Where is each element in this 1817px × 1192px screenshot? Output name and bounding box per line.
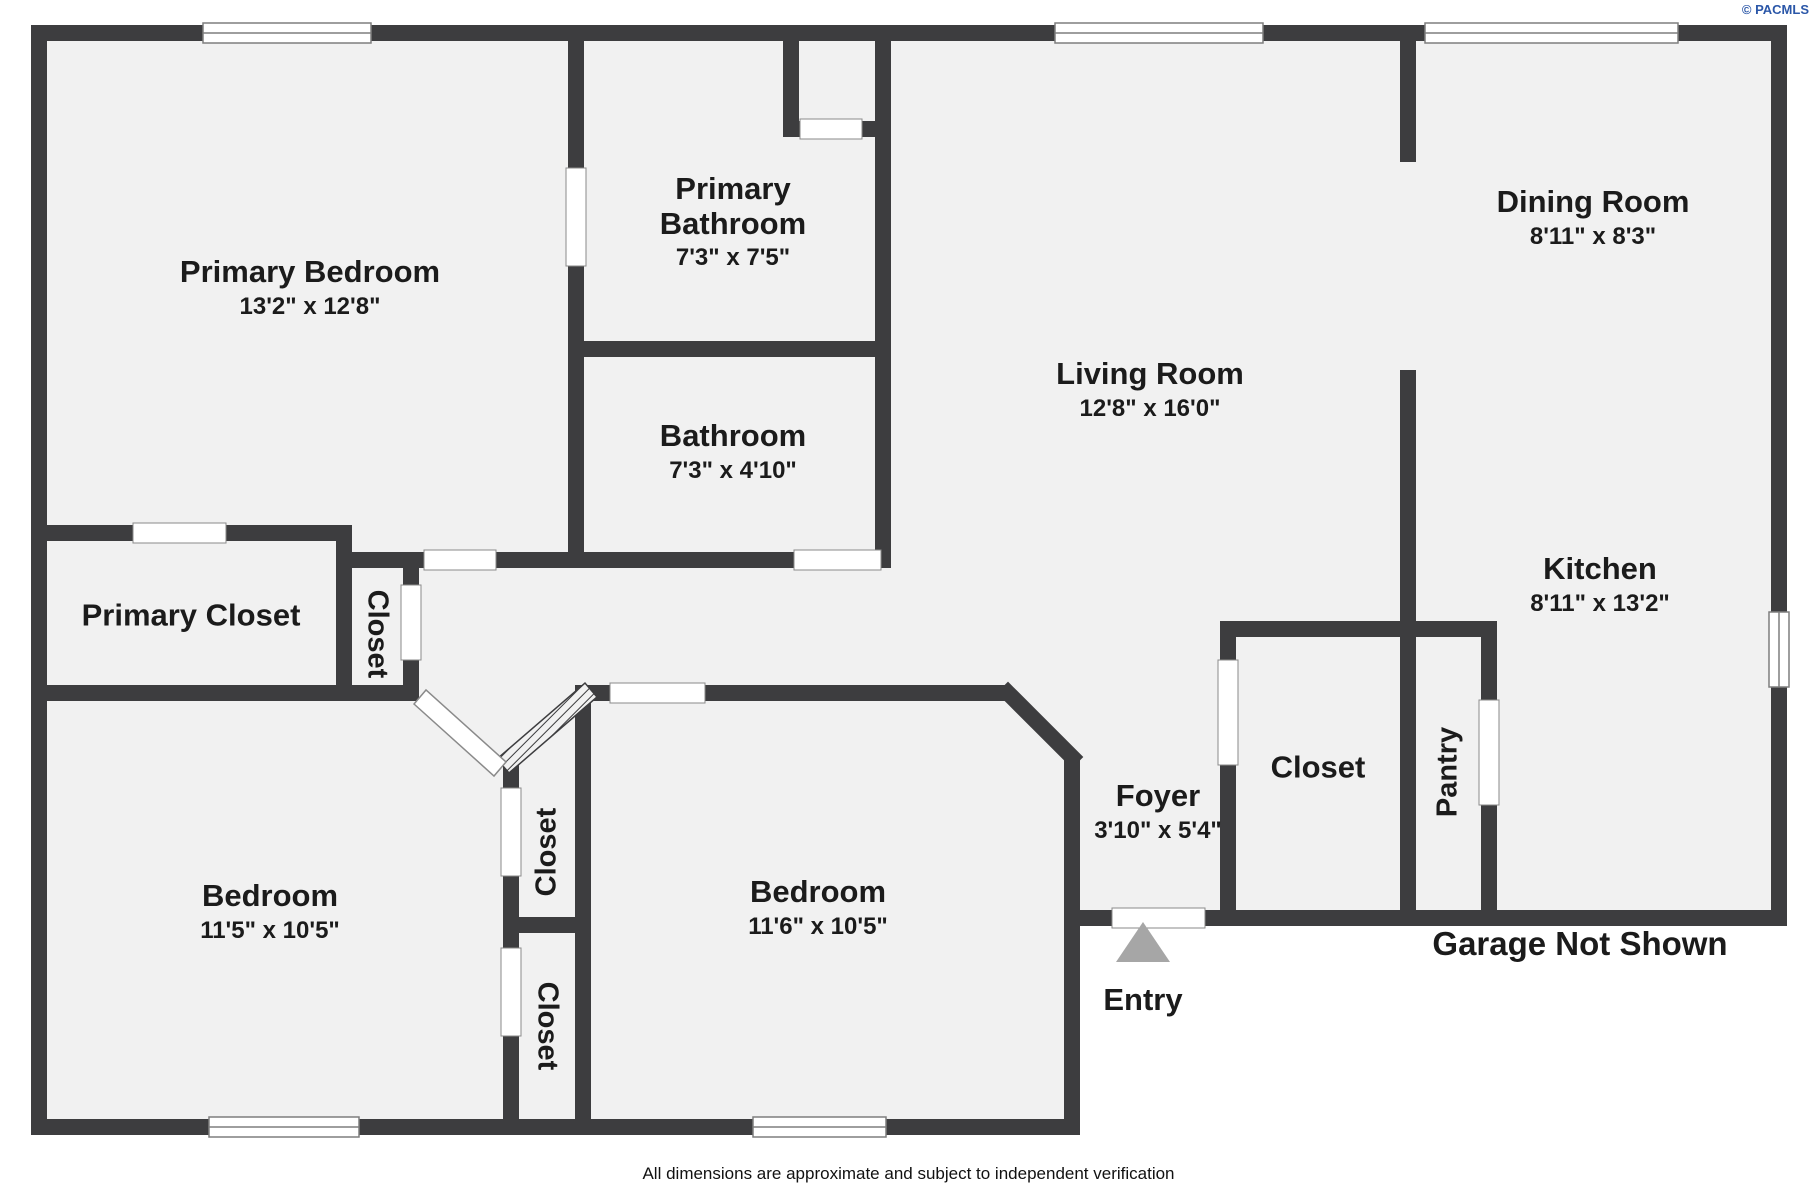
label-primary-bedroom: Primary Bedroom 13'2" x 12'8" bbox=[179, 254, 441, 321]
room-name: Bedroom bbox=[201, 878, 339, 914]
room-name: Primary Bedroom bbox=[179, 254, 441, 290]
window-bedroom-middle bbox=[752, 1116, 887, 1138]
garage-note: Garage Not Shown bbox=[1432, 925, 1728, 962]
opening-entry-door bbox=[1111, 907, 1206, 929]
opening-foyer-closet-door bbox=[1217, 659, 1239, 766]
room-dims: 13'2" x 12'8" bbox=[239, 292, 381, 320]
label-bedroom-middle: Bedroom 11'6" x 10'5" bbox=[748, 874, 888, 941]
label-bathroom: Bathroom 7'3" x 4'10" bbox=[659, 418, 807, 485]
room-name: Foyer bbox=[1115, 778, 1201, 814]
opening-primary-closet bbox=[132, 522, 227, 544]
label-dining-room: Dining Room 8'11" x 8'3" bbox=[1496, 184, 1690, 251]
opening-hall-closet-door bbox=[400, 584, 422, 661]
window-kitchen bbox=[1768, 611, 1790, 688]
door-openings bbox=[132, 118, 1500, 1037]
room-dims: 7'3" x 4'10" bbox=[669, 456, 797, 484]
floor-plate bbox=[31, 25, 1787, 1135]
opening-bedroom-middle-door bbox=[609, 682, 706, 704]
room-name: Primary Bathroom bbox=[659, 170, 807, 241]
window-living-room bbox=[1054, 22, 1264, 44]
label-bedroom-left: Bedroom 11'5" x 10'5" bbox=[200, 878, 340, 945]
label-hall-closet: Closet bbox=[361, 589, 394, 679]
entry-arrow-icon bbox=[1116, 922, 1170, 962]
windows bbox=[202, 22, 1790, 1138]
room-dims: 8'11" x 8'3" bbox=[1529, 222, 1657, 250]
room-name: Bathroom bbox=[659, 418, 807, 454]
room-dims: 8'11" x 13'2" bbox=[1530, 589, 1670, 617]
label-living-room: Living Room 12'8" x 16'0" bbox=[1056, 356, 1244, 423]
label-mid-closet-upper: Closet bbox=[530, 807, 563, 897]
opening-primary-bathroom bbox=[565, 167, 587, 267]
window-bedroom-left bbox=[208, 1116, 360, 1138]
room-name: Bedroom bbox=[749, 874, 887, 910]
room-dims: 11'5" x 10'5" bbox=[200, 916, 340, 944]
label-primary-bathroom: Primary Bathroom 7'3" x 7'5" bbox=[627, 170, 839, 272]
room-dims: 11'6" x 10'5" bbox=[748, 912, 888, 940]
entry-label: Entry bbox=[1103, 982, 1183, 1017]
opening-mid-closet-lower-door bbox=[500, 947, 522, 1037]
label-primary-closet: Primary Closet bbox=[81, 597, 301, 634]
window-dining-room bbox=[1424, 22, 1679, 44]
opening-bathroom-door bbox=[793, 549, 882, 571]
angled-door-opening bbox=[412, 688, 508, 778]
room-name: Primary Closet bbox=[81, 597, 301, 633]
room-name: Closet bbox=[1270, 749, 1366, 785]
room-name: Kitchen bbox=[1543, 551, 1657, 587]
label-kitchen: Kitchen 8'11" x 13'2" bbox=[1530, 551, 1670, 618]
label-pantry: Pantry bbox=[1431, 726, 1464, 818]
room-dims: 3'10" x 5'4" bbox=[1094, 816, 1222, 844]
opening-pantry-door bbox=[1478, 699, 1500, 806]
opening-primary-bedroom-door bbox=[423, 549, 497, 571]
opening-mid-closet-upper-door bbox=[500, 787, 522, 877]
label-foyer-closet: Closet bbox=[1270, 749, 1366, 786]
copyright-note: © PACMLS bbox=[1741, 2, 1809, 17]
room-dims: 7'3" x 7'5" bbox=[675, 244, 791, 272]
room-dims: 12'8" x 16'0" bbox=[1079, 394, 1221, 422]
room-name: Living Room bbox=[1056, 356, 1244, 392]
room-name: Dining Room bbox=[1496, 184, 1690, 220]
disclaimer-note: All dimensions are approximate and subje… bbox=[642, 1164, 1175, 1183]
opening-bath-nook bbox=[799, 118, 863, 140]
label-mid-closet-lower: Closet bbox=[531, 981, 564, 1071]
label-foyer: Foyer 3'10" x 5'4" bbox=[1094, 778, 1222, 845]
window-primary-bedroom bbox=[202, 22, 372, 44]
